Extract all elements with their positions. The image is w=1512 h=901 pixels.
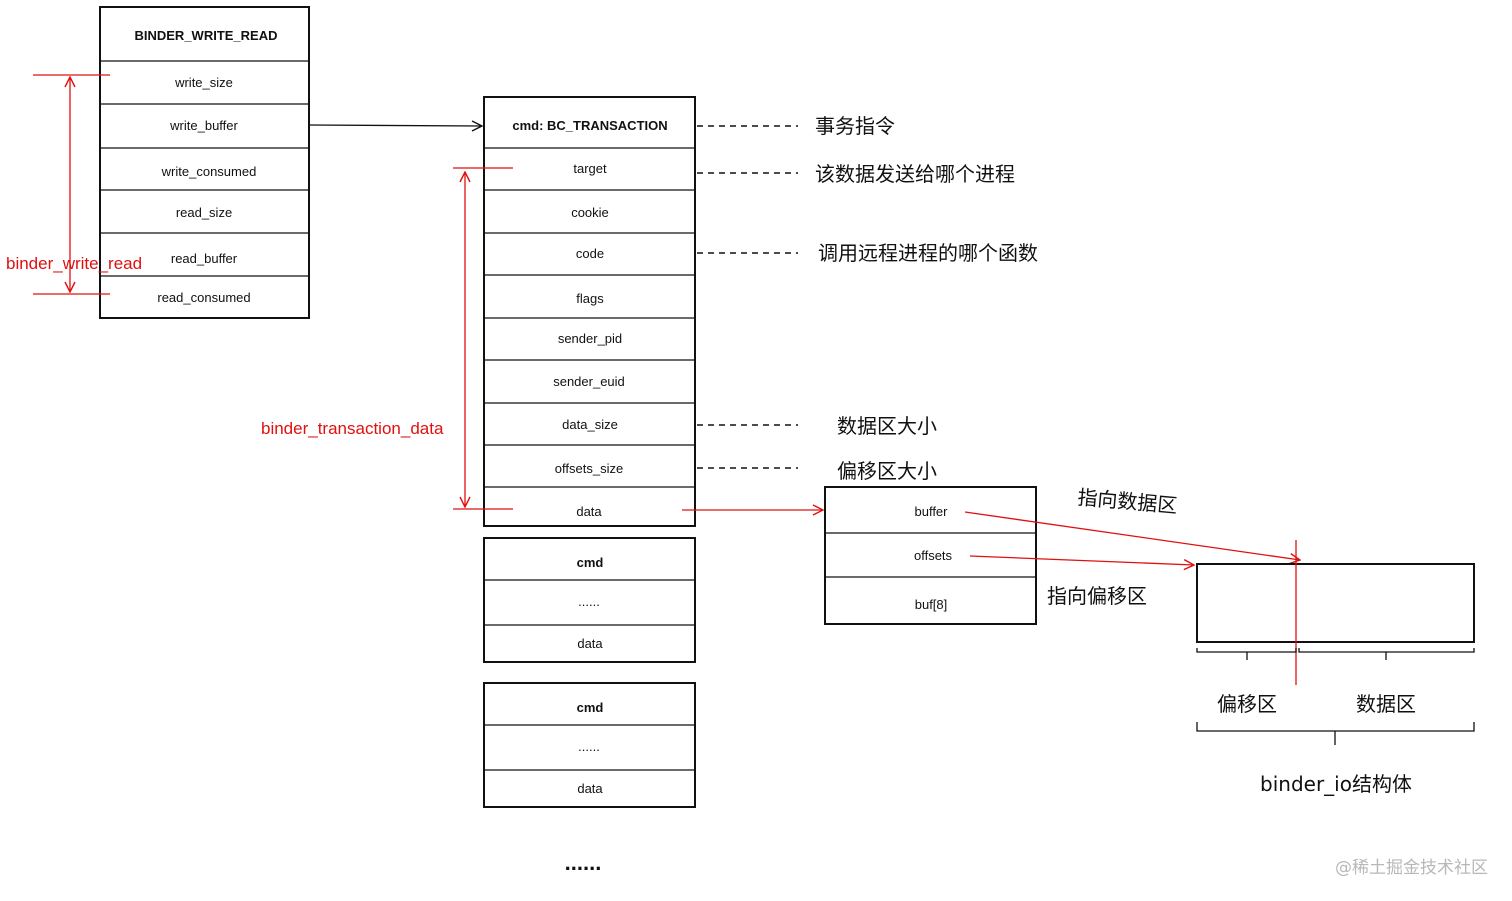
binder-io-struct: 偏移区 数据区 binder_io结构体 xyxy=(1196,540,1475,796)
td-field-sender-euid: sender_euid xyxy=(553,374,625,389)
td-field-code: code xyxy=(576,246,604,261)
transaction-header: cmd: BC_TRANSACTION xyxy=(512,118,667,133)
td-field-data-size: data_size xyxy=(562,417,618,432)
binder-write-read-struct: BINDER_WRITE_READ write_size write_buffe… xyxy=(99,6,310,319)
offset-region-label: 偏移区 xyxy=(1217,692,1277,716)
td-span-marker xyxy=(453,167,513,510)
cmd-block-2: cmd ...... data xyxy=(483,682,696,808)
td-field-target: target xyxy=(573,161,607,176)
td-field-offsets-size: offsets_size xyxy=(555,461,623,476)
bwr-field-read-buffer: read_buffer xyxy=(171,251,238,266)
bwr-span-marker xyxy=(33,74,110,295)
bwr-field-write-buffer: write_buffer xyxy=(169,118,238,133)
watermark: @稀土掘金技术社区 xyxy=(1335,858,1488,878)
annotation-cmd: 事务指令 xyxy=(815,114,895,138)
bwr-field-read-size: read_size xyxy=(176,205,232,220)
bwr-label: binder_write_read xyxy=(6,254,142,273)
data-region-brace xyxy=(1298,648,1475,660)
buffer-pointer-arrow xyxy=(964,511,1300,560)
td-field-cookie: cookie xyxy=(571,205,609,220)
cmd-block-2-cmd: cmd xyxy=(577,700,604,715)
bwr-field-write-size: write_size xyxy=(174,75,233,90)
binder-io-label: binder_io结构体 xyxy=(1260,772,1412,796)
buffer-field-buf8: buf[8] xyxy=(915,597,948,612)
offset-region-brace xyxy=(1196,648,1297,660)
label-to-data-area: 指向数据区 xyxy=(1077,485,1179,518)
offsets-pointer-arrow xyxy=(969,555,1194,565)
cmd-block-1-data: data xyxy=(577,636,603,651)
cmd-block-2-middle: ...... xyxy=(578,739,600,754)
data-region-label: 数据区 xyxy=(1356,692,1416,716)
bwr-field-read-consumed: read_consumed xyxy=(157,290,250,305)
buffer-field-buffer: buffer xyxy=(914,504,948,519)
td-field-flags: flags xyxy=(576,291,604,306)
data-buffer-struct: buffer offsets buf[8] xyxy=(824,486,1037,625)
bwr-field-write-consumed: write_consumed xyxy=(161,164,257,179)
bwr-header: BINDER_WRITE_READ xyxy=(134,28,277,43)
annotation-data-size: 数据区大小 xyxy=(837,414,937,438)
td-label: binder_transaction_data xyxy=(261,419,444,438)
more-commands-ellipsis: ...... xyxy=(565,850,602,875)
annotation-target: 该数据发送给哪个进程 xyxy=(815,162,1015,186)
bwr-box xyxy=(99,6,310,319)
binder-io-box xyxy=(1196,563,1475,643)
cmd-block-2-data: data xyxy=(577,781,603,796)
label-to-offset-area: 指向偏移区 xyxy=(1047,584,1147,608)
td-field-data: data xyxy=(576,504,602,519)
annotation-offsets-size: 偏移区大小 xyxy=(837,459,937,483)
transaction-struct: cmd: BC_TRANSACTION target cookie code f… xyxy=(483,96,696,527)
binder-io-brace xyxy=(1196,722,1475,745)
transaction-box xyxy=(483,96,696,527)
annotation-code: 调用远程进程的哪个函数 xyxy=(818,241,1038,265)
cmd-block-1-cmd: cmd xyxy=(577,555,604,570)
cmd-block-1: cmd ...... data xyxy=(483,537,696,663)
write-buffer-arrow xyxy=(308,125,482,126)
cmd-block-1-middle: ...... xyxy=(578,594,600,609)
buffer-field-offsets: offsets xyxy=(914,548,953,563)
td-field-sender-pid: sender_pid xyxy=(558,331,622,346)
